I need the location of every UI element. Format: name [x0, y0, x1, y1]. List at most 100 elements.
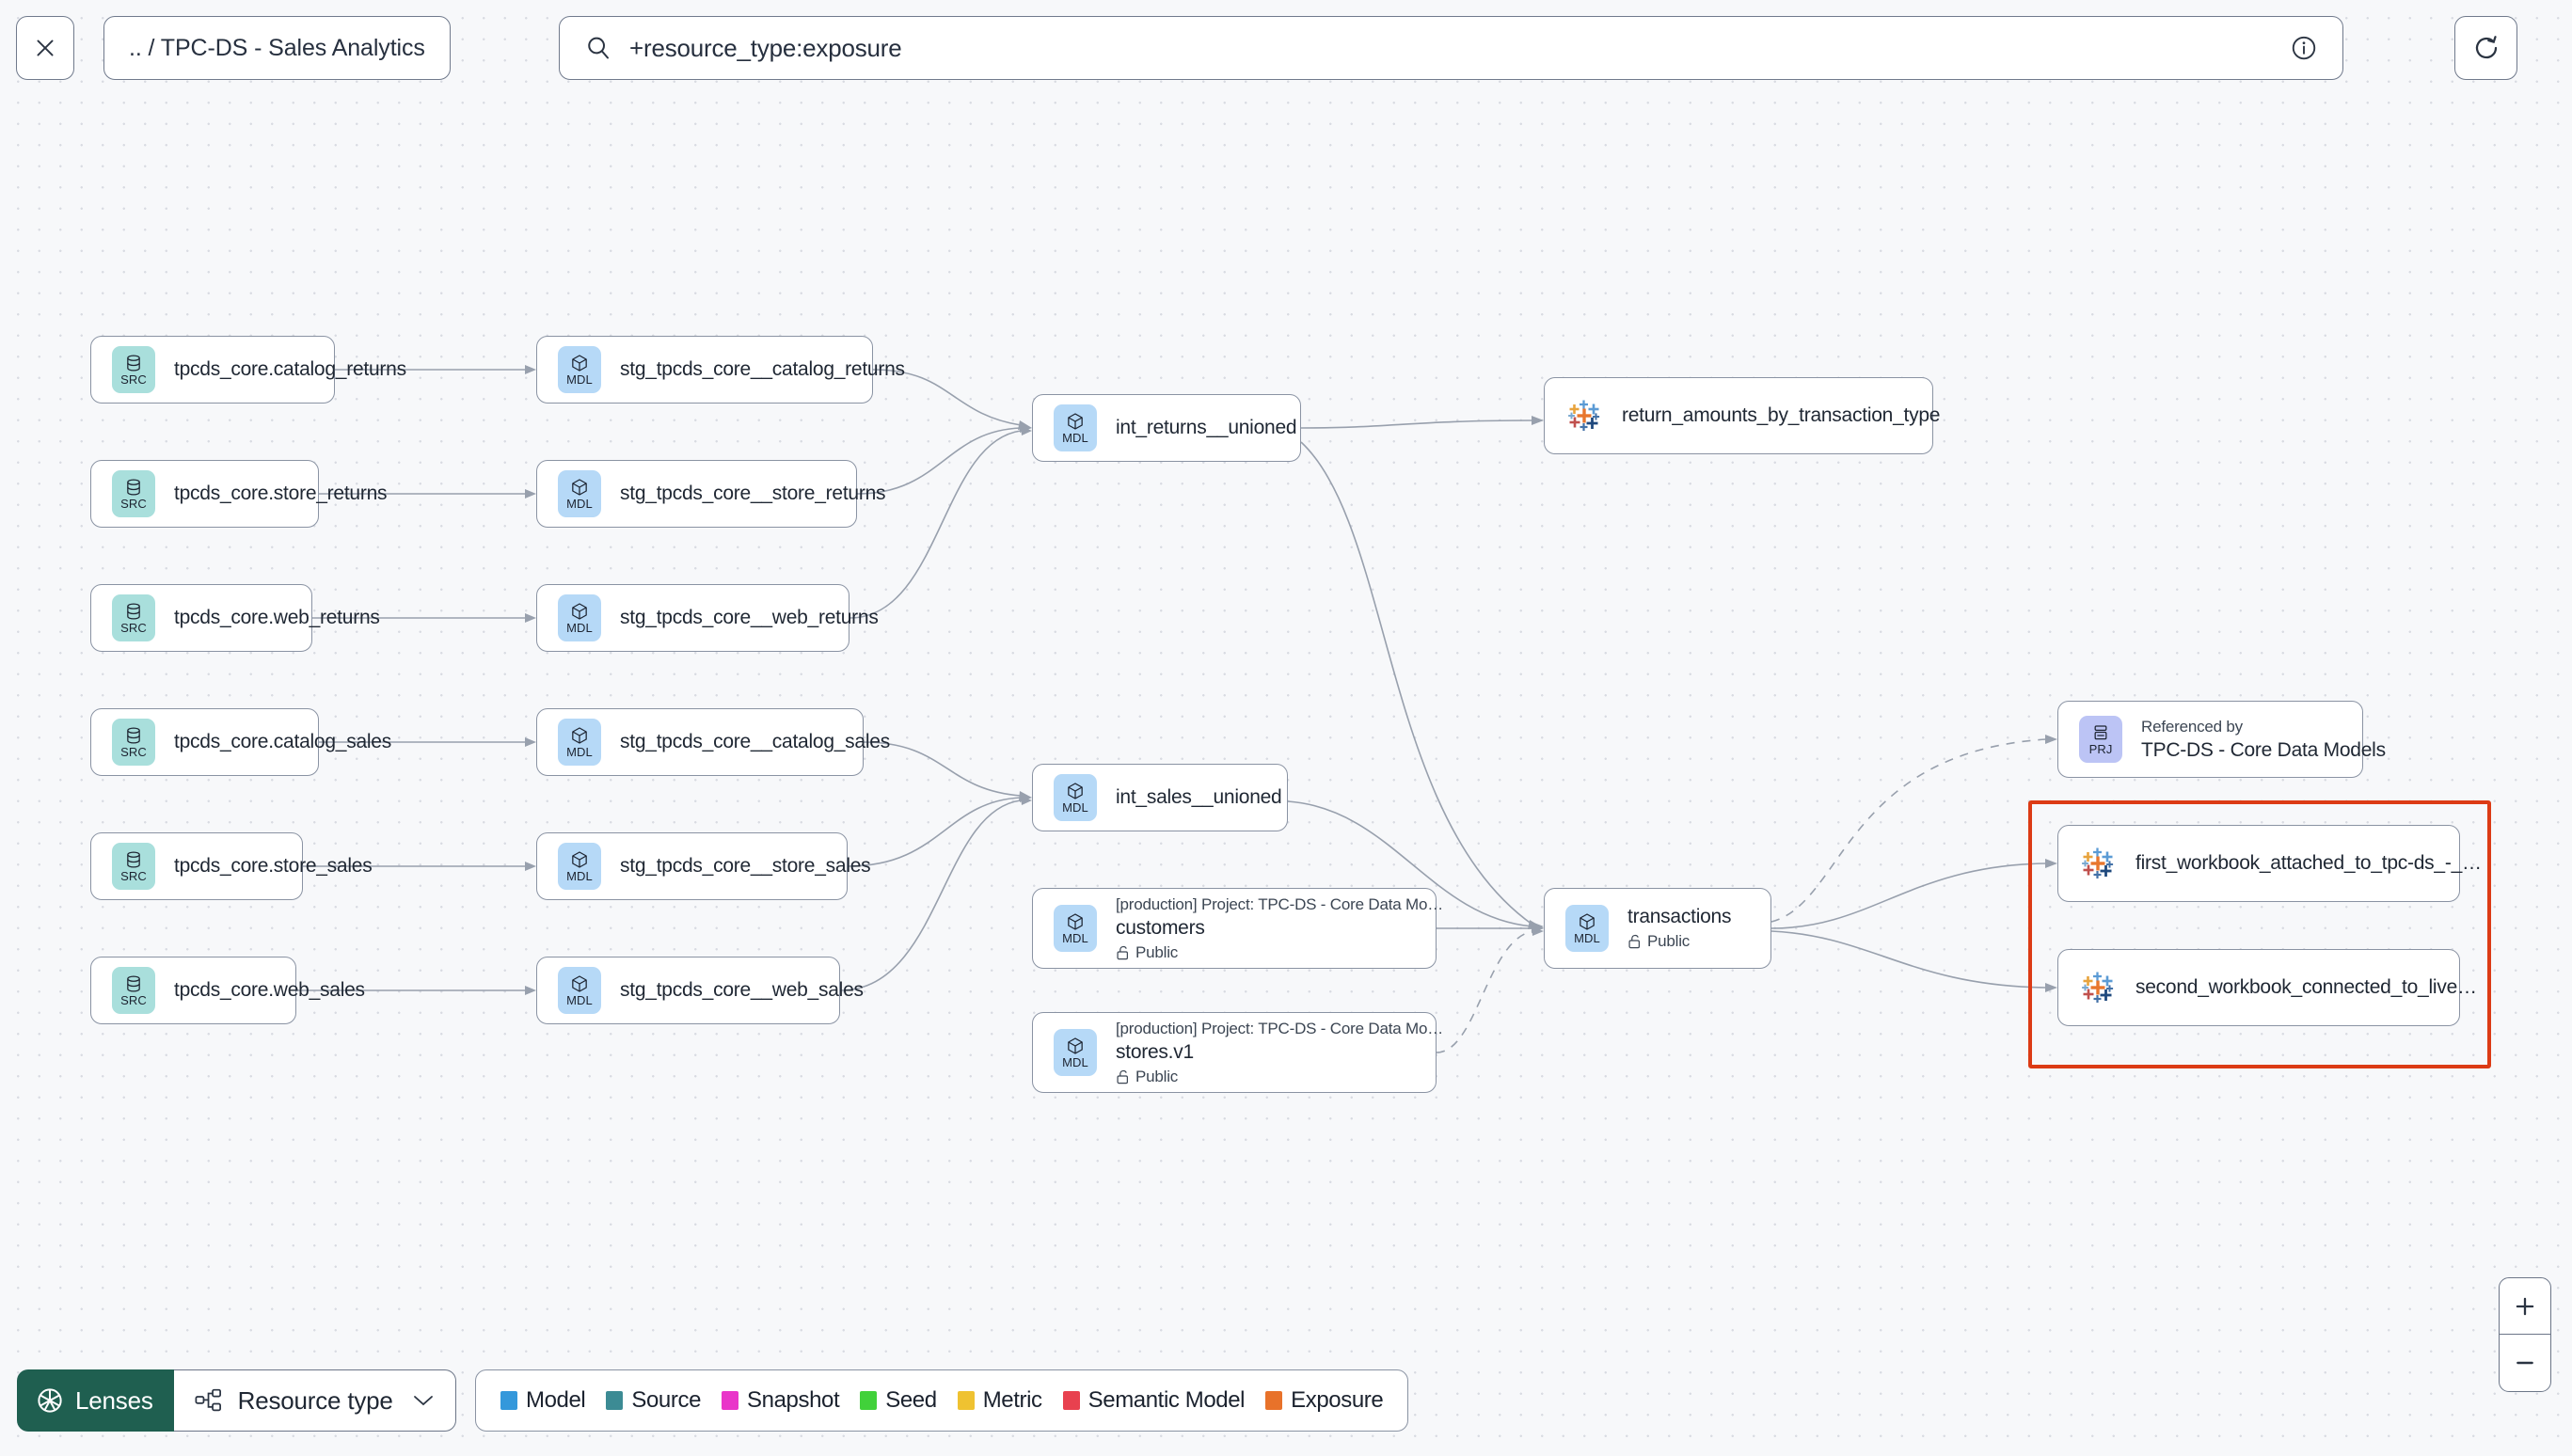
- legend-swatch: [957, 1391, 975, 1410]
- node-badge-label: SRC: [120, 993, 147, 1007]
- unlock-icon: [1117, 945, 1128, 959]
- resource-type-label: Resource type: [237, 1385, 393, 1415]
- graph-node-mdl-stg-web-returns[interactable]: MDL stg_tpcds_core__web_returns: [536, 584, 879, 652]
- top-toolbar: .. / TPC-DS - Sales Analytics: [0, 0, 2572, 112]
- tableau-exposure-icon: [2082, 847, 2114, 878]
- breadcrumb[interactable]: .. / TPC-DS - Sales Analytics: [103, 16, 451, 80]
- legend-item-metric[interactable]: Metric: [957, 1387, 1042, 1414]
- node-subtitle: [production] Project: TPC-DS - Core Data…: [1116, 894, 1444, 913]
- node-title: return_amounts_by_transaction_type: [1622, 404, 1941, 426]
- node-body: tpcds_core.store_sales: [174, 855, 373, 878]
- graph-node-mdl-stg-store-sales[interactable]: MDL stg_tpcds_core__store_sales: [536, 832, 871, 900]
- node-badge: MDL: [1054, 774, 1097, 821]
- graph-node-src-catalog-sales[interactable]: SRC tpcds_core.catalog_sales: [90, 708, 391, 776]
- node-title: tpcds_core.store_sales: [174, 855, 373, 877]
- node-badge-label: MDL: [1062, 1055, 1088, 1069]
- node-body: stg_tpcds_core__web_sales: [620, 979, 864, 1002]
- node-title: first_workbook_attached_to_tpc-ds_-_…: [2135, 852, 2482, 874]
- node-badge: MDL: [1054, 1029, 1097, 1076]
- zoom-out-button[interactable]: [2500, 1335, 2550, 1391]
- node-body: transactions Public: [1627, 906, 1731, 951]
- node-badge: SRC: [112, 594, 155, 641]
- close-button[interactable]: [16, 16, 74, 80]
- node-badge-label: MDL: [566, 372, 593, 387]
- resource-type-legend: Model Source Snapshot Seed Metric Semant…: [475, 1369, 1409, 1432]
- node-icon: [2079, 969, 2117, 1006]
- legend-swatch: [722, 1391, 739, 1410]
- node-badge-label: SRC: [120, 372, 147, 387]
- legend-item-exposure[interactable]: Exposure: [1265, 1387, 1384, 1414]
- database-icon: [127, 603, 140, 620]
- node-body: return_amounts_by_transaction_type: [1622, 404, 1940, 427]
- resource-type-dropdown[interactable]: Resource type: [173, 1369, 456, 1432]
- node-title: second_workbook_connected_to_live…: [2135, 976, 2477, 998]
- cube-icon: [1068, 413, 1083, 430]
- legend-item-snapshot[interactable]: Snapshot: [722, 1387, 840, 1414]
- graph-node-mdl-int-returns-unioned[interactable]: MDL int_returns__unioned: [1032, 394, 1301, 462]
- database-icon: [127, 851, 140, 868]
- node-visibility: Public: [1627, 932, 1731, 951]
- legend-item-source[interactable]: Source: [606, 1387, 701, 1414]
- node-title: stg_tpcds_core__web_returns: [620, 607, 879, 628]
- graph-node-exp-first-workbook[interactable]: first_workbook_attached_to_tpc-ds_-_…: [2057, 825, 2482, 902]
- graph-node-mdl-stores-v1[interactable]: MDL [production] Project: TPC-DS - Core …: [1032, 1012, 1443, 1093]
- graph-node-exp-second-workbook[interactable]: second_workbook_connected_to_live…: [2057, 949, 2477, 1026]
- legend-swatch: [500, 1391, 517, 1410]
- node-body: stg_tpcds_core__store_sales: [620, 855, 871, 878]
- legend-item-semantic-model[interactable]: Semantic Model: [1062, 1387, 1246, 1414]
- node-badge: SRC: [112, 470, 155, 517]
- node-body: stg_tpcds_core__store_returns: [620, 483, 886, 505]
- minus-icon: [2516, 1361, 2533, 1365]
- refresh-button[interactable]: [2454, 16, 2517, 80]
- node-badge-label: SRC: [120, 745, 147, 759]
- node-title: TPC-DS - Core Data Models: [2141, 738, 2386, 761]
- search-bar[interactable]: [559, 16, 2343, 80]
- graph-node-src-web-returns[interactable]: SRC tpcds_core.web_returns: [90, 584, 380, 652]
- graph-node-src-catalog-returns[interactable]: SRC tpcds_core.catalog_returns: [90, 336, 406, 404]
- legend-item-seed[interactable]: Seed: [860, 1387, 937, 1414]
- node-badge: MDL: [558, 346, 601, 393]
- graph-node-mdl-int-sales-unioned[interactable]: MDL int_sales__unioned: [1032, 764, 1288, 831]
- database-icon: [127, 727, 140, 744]
- zoom-in-button[interactable]: [2500, 1278, 2550, 1335]
- hierarchy-icon: [195, 1388, 221, 1412]
- legend-item-model[interactable]: Model: [500, 1387, 586, 1414]
- graph-node-src-web-sales[interactable]: SRC tpcds_core.web_sales: [90, 957, 365, 1024]
- node-icon: [2079, 845, 2117, 882]
- graph-node-mdl-stg-web-sales[interactable]: MDL stg_tpcds_core__web_sales: [536, 957, 864, 1024]
- node-badge: MDL: [558, 594, 601, 641]
- unlock-icon: [1628, 934, 1640, 949]
- node-title: stg_tpcds_core__store_sales: [620, 855, 871, 877]
- graph-node-mdl-stg-catalog-returns[interactable]: MDL stg_tpcds_core__catalog_returns: [536, 336, 905, 404]
- legend-label: Source: [631, 1387, 702, 1413]
- search-input[interactable]: [629, 33, 2290, 63]
- graph-node-mdl-stg-store-returns[interactable]: MDL stg_tpcds_core__store_returns: [536, 460, 886, 528]
- graph-node-src-store-sales[interactable]: SRC tpcds_core.store_sales: [90, 832, 373, 900]
- graph-node-mdl-stg-catalog-sales[interactable]: MDL stg_tpcds_core__catalog_sales: [536, 708, 890, 776]
- database-icon: [127, 479, 140, 496]
- node-badge-label: MDL: [1062, 931, 1088, 945]
- cube-icon: [572, 727, 587, 744]
- graph-node-mdl-transactions[interactable]: MDL transactions Public: [1544, 888, 1771, 969]
- node-body: tpcds_core.catalog_returns: [174, 358, 406, 381]
- node-badge-label: MDL: [1062, 431, 1088, 445]
- cube-icon: [1068, 913, 1083, 930]
- info-icon[interactable]: [2290, 34, 2318, 62]
- node-badge-label: PRJ: [2088, 742, 2113, 756]
- node-badge-label: MDL: [1062, 800, 1088, 815]
- graph-node-mdl-customers[interactable]: MDL [production] Project: TPC-DS - Core …: [1032, 888, 1443, 969]
- node-badge: SRC: [112, 719, 155, 766]
- lenses-button[interactable]: Lenses: [17, 1369, 174, 1432]
- graph-node-exp-return-amounts[interactable]: return_amounts_by_transaction_type: [1544, 377, 1940, 454]
- node-badge: SRC: [112, 346, 155, 393]
- tableau-exposure-icon: [2082, 972, 2114, 1003]
- legend-label: Seed: [885, 1387, 937, 1413]
- legend-label: Metric: [982, 1387, 1042, 1413]
- node-title: stg_tpcds_core__catalog_sales: [620, 731, 890, 752]
- node-title: tpcds_core.catalog_returns: [174, 358, 406, 380]
- cube-icon: [1068, 1037, 1083, 1054]
- graph-node-src-store-returns[interactable]: SRC tpcds_core.store_returns: [90, 460, 388, 528]
